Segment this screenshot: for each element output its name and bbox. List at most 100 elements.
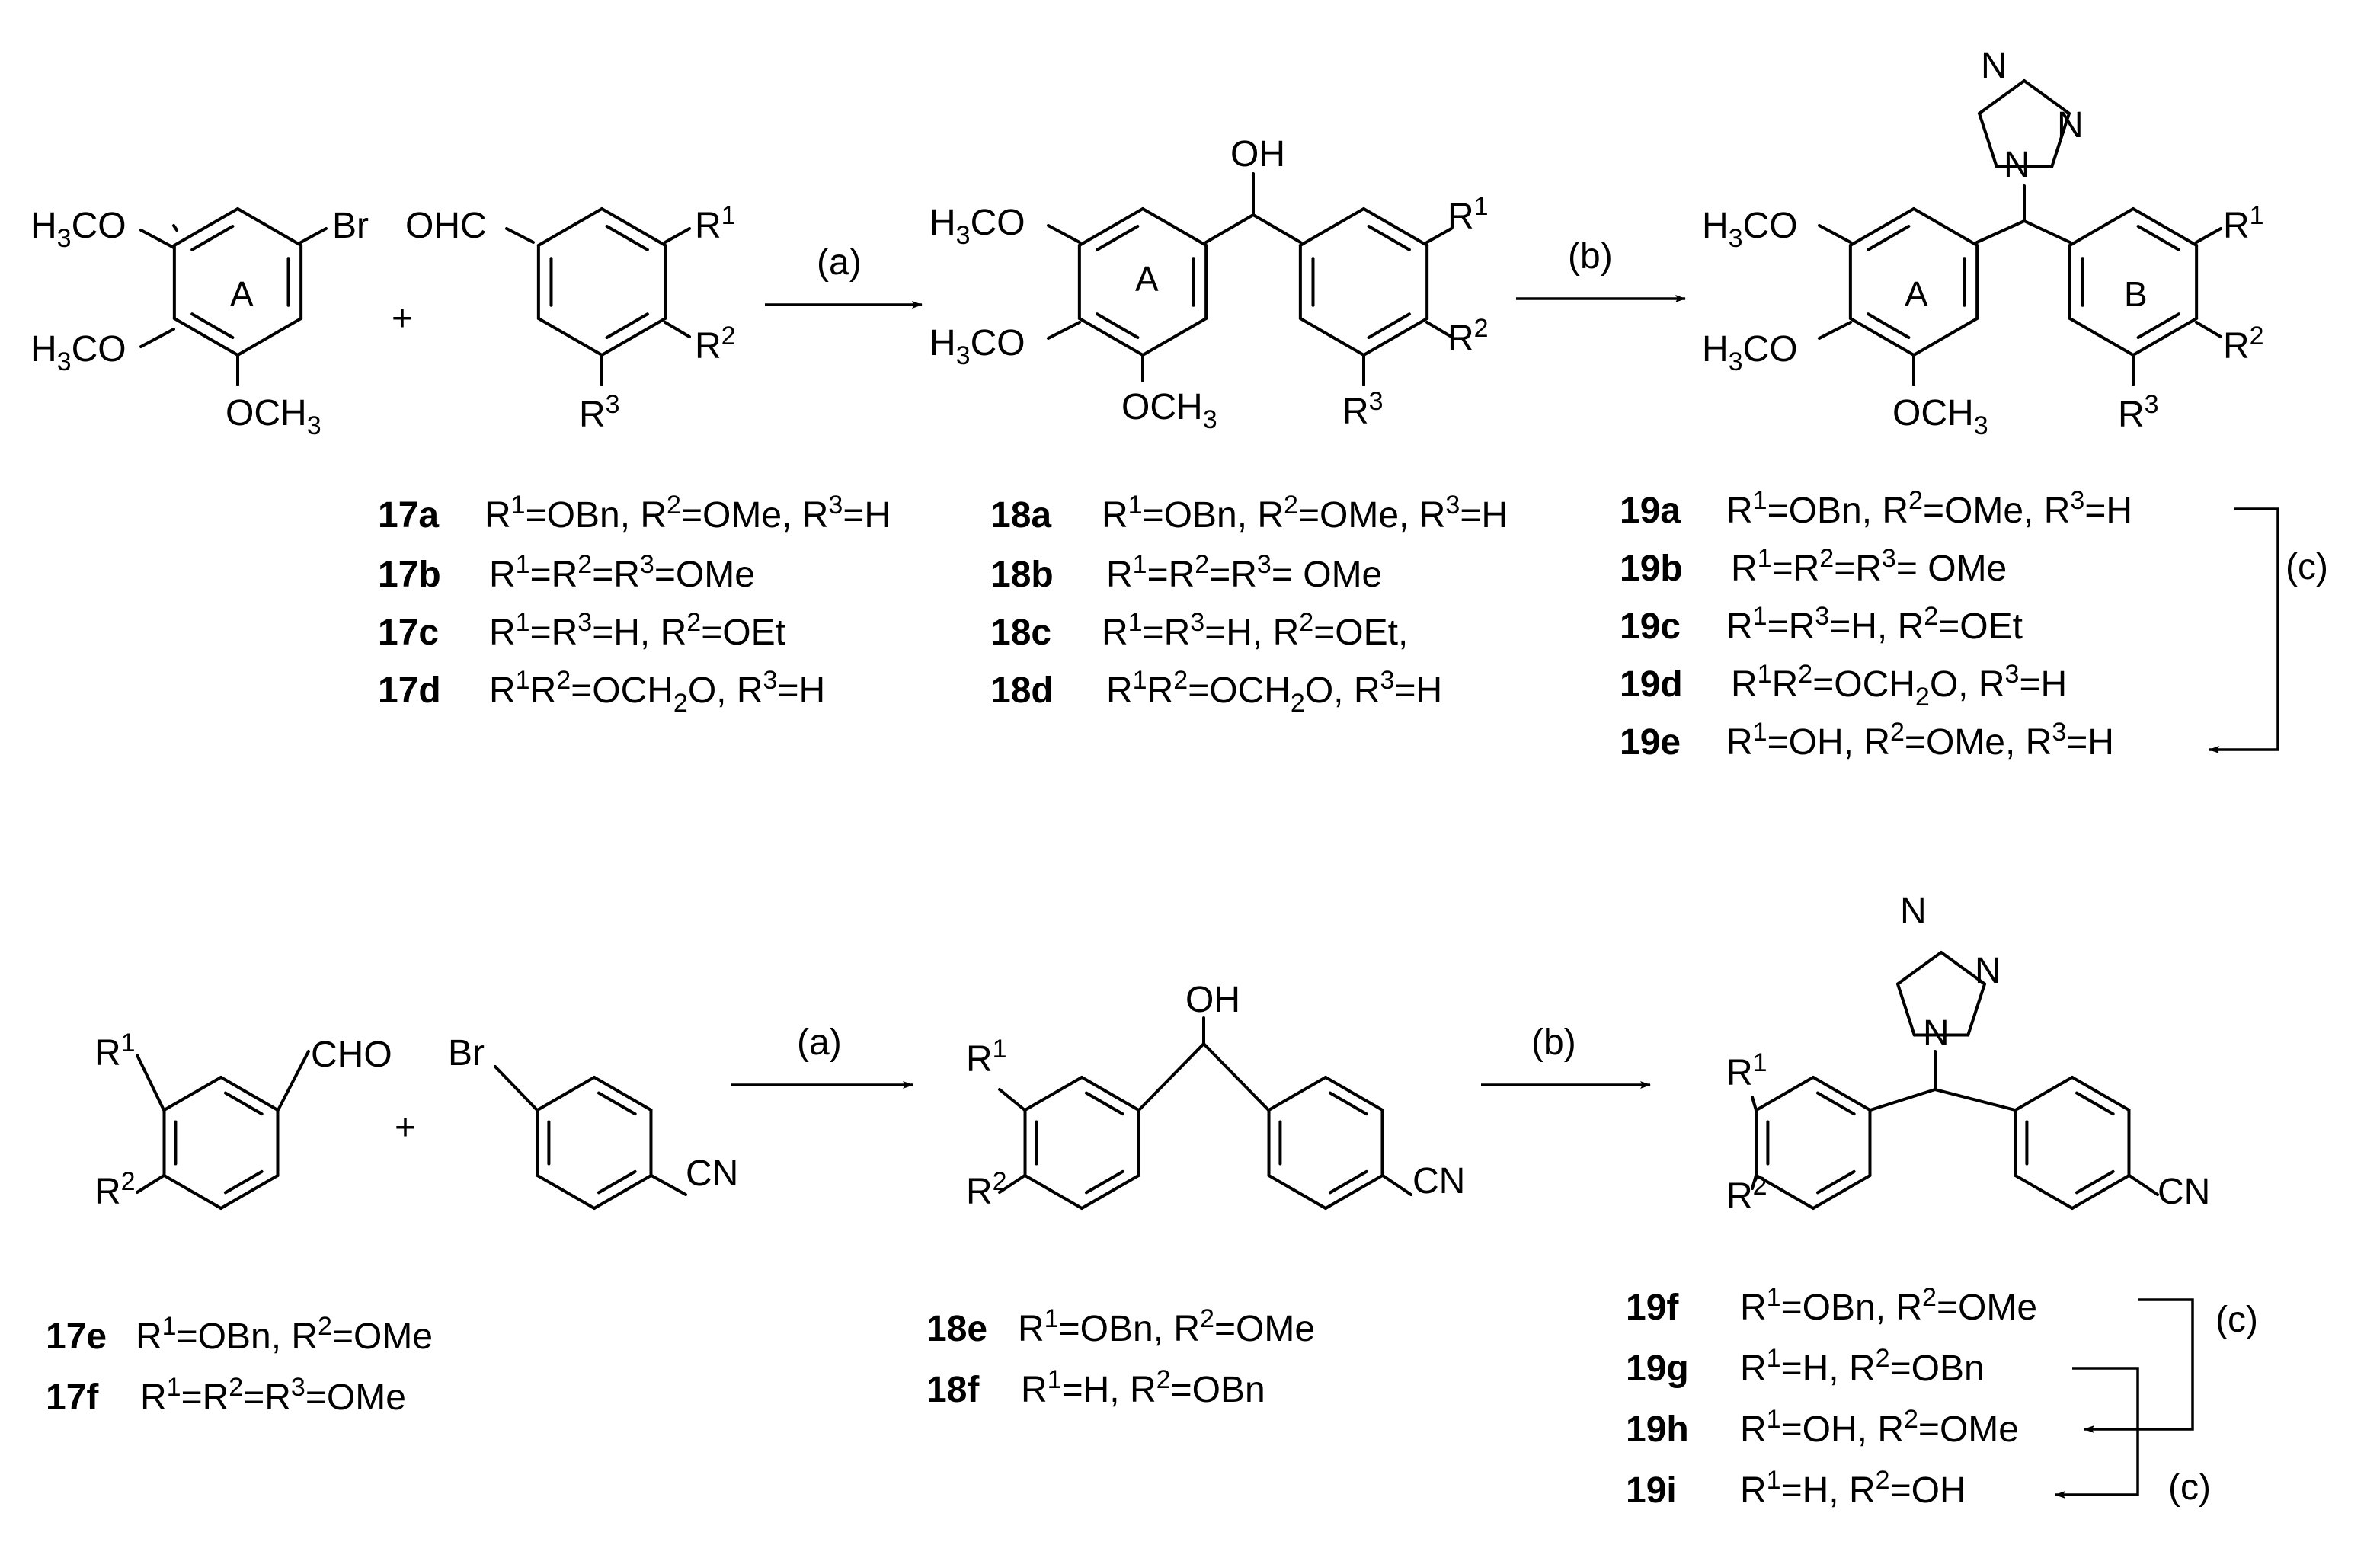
reagent-a-label: (a) <box>817 242 862 283</box>
bond <box>1381 1174 1412 1196</box>
bond <box>172 224 178 232</box>
bond <box>1751 1096 1758 1112</box>
compound-desc-19c: R1=R3=H, R2=OEt <box>1726 602 2023 647</box>
bond <box>1818 224 1852 244</box>
r3-label: R3 <box>1342 387 1384 432</box>
cn-label: CN <box>2158 1172 2210 1212</box>
reaction-arrow-c <box>2055 1367 2139 1499</box>
compound-id-17c: 17c <box>378 613 439 653</box>
compound-id-19e: 19e <box>1620 722 1681 763</box>
n-label: N <box>1900 891 1927 932</box>
compound-id-19f: 19f <box>1626 1288 1679 1328</box>
benzene-bond <box>1080 1076 1140 1112</box>
n-label: N <box>1975 951 2001 991</box>
benzene-bond <box>1080 1174 1140 1210</box>
benzene-bond <box>2132 317 2199 357</box>
compound-id-18f: 18f <box>926 1370 980 1410</box>
r2-label: R2 <box>695 322 736 366</box>
triazole-bond <box>1966 982 1987 1037</box>
r2-label: R2 <box>966 1167 1007 1212</box>
r1-label: R1 <box>966 1035 1007 1080</box>
double-bond <box>223 1091 264 1116</box>
ring-b-label: B <box>2124 274 2148 314</box>
double-bond <box>1084 1091 1124 1116</box>
br-label: Br <box>448 1033 485 1073</box>
double-bond <box>190 312 235 339</box>
benzene-bond <box>536 1174 596 1210</box>
bond <box>136 1174 165 1194</box>
n-label: N <box>2004 145 2030 185</box>
oh-label: OH <box>1185 980 1240 1020</box>
compound-id-19g: 19g <box>1626 1348 1689 1389</box>
triazole-bond <box>1940 951 1987 986</box>
compound-id-18a: 18a <box>990 495 1051 536</box>
compound-desc-19h: R1=OH, R2=OMe <box>1740 1405 2019 1450</box>
benzene-bond <box>1362 207 1429 247</box>
bond <box>650 1174 687 1196</box>
benzene-bond <box>593 1174 653 1210</box>
bond <box>1252 213 1302 244</box>
bond <box>1975 219 2026 244</box>
triazole-bond <box>1895 982 1916 1037</box>
double-bond <box>1096 312 1140 339</box>
double-bond <box>1867 225 1911 251</box>
double-bond <box>1328 1169 1368 1195</box>
benzene-bond <box>2068 317 2135 357</box>
bond <box>2195 227 2222 244</box>
bond <box>1751 1174 1758 1190</box>
r2-label: R2 <box>2223 322 2264 366</box>
compound-id-19h: 19h <box>1626 1409 1689 1450</box>
r2-label: R2 <box>1726 1172 1767 1217</box>
plus-sign: + <box>395 1108 416 1148</box>
benzene-bond <box>2068 207 2135 247</box>
bond <box>139 328 175 348</box>
och3-label: OCH3 <box>1121 387 1217 434</box>
h3co-label: H3CO <box>30 329 126 376</box>
ring-a-bond <box>1077 317 1144 357</box>
r1-label: R1 <box>695 201 736 246</box>
h3co-label: H3CO <box>1702 329 1798 376</box>
ohc-label: OHC <box>405 206 487 246</box>
triazole-bond <box>1978 111 1998 168</box>
double-bond <box>2136 225 2180 251</box>
ring-a-bond <box>1077 207 1144 247</box>
compound-id-18d: 18d <box>990 670 1054 711</box>
double-bond <box>605 225 649 251</box>
ring-a-bond <box>1848 317 1915 357</box>
benzene-bond <box>219 1174 280 1210</box>
benzene-bond <box>536 317 603 357</box>
compound-id-17f: 17f <box>46 1377 99 1418</box>
ring-a-bond <box>1141 317 1208 357</box>
benzene-bond <box>1324 1076 1384 1112</box>
cn-label: CN <box>1412 1161 1465 1201</box>
ring-a-bond <box>236 207 303 247</box>
benzene-bond <box>1812 1174 1872 1210</box>
bond <box>136 1054 165 1112</box>
reagent-b-label: (b) <box>1568 236 1613 277</box>
benzene-bond <box>536 1076 596 1112</box>
ring-a-bond <box>172 317 239 357</box>
och3-label: OCH3 <box>226 393 321 440</box>
och3-label: OCH3 <box>1892 393 1988 440</box>
r3-label: R3 <box>579 390 620 435</box>
r2-label: R2 <box>1448 314 1489 359</box>
compound-desc-17f: R1=R2=R3=OMe <box>140 1373 406 1418</box>
bond <box>1934 1088 2017 1112</box>
compound-desc-19b: R1=R2=R3= OMe <box>1731 544 2007 589</box>
bond <box>1425 227 1453 244</box>
benzene-bond <box>2014 1076 2074 1112</box>
compound-desc-17d: R1R2=OCH2O, R3=H <box>489 666 825 718</box>
compound-id-17b: 17b <box>378 555 441 595</box>
bond <box>1204 213 1255 244</box>
benzene-bond <box>1267 1174 1327 1210</box>
compound-id-17e: 17e <box>46 1316 107 1357</box>
compound-desc-18a: R1=OBn, R2=OMe, R3=H <box>1102 491 1508 536</box>
compound-id-19c: 19c <box>1620 606 1681 647</box>
benzene-bond <box>2132 207 2199 247</box>
compound-desc-19a: R1=OBn, R2=OMe, R3=H <box>1726 486 2132 531</box>
bond <box>2128 1174 2159 1196</box>
cn-label: CN <box>686 1153 738 1194</box>
h3co-label: H3CO <box>30 206 126 253</box>
benzene-bond <box>536 207 603 247</box>
